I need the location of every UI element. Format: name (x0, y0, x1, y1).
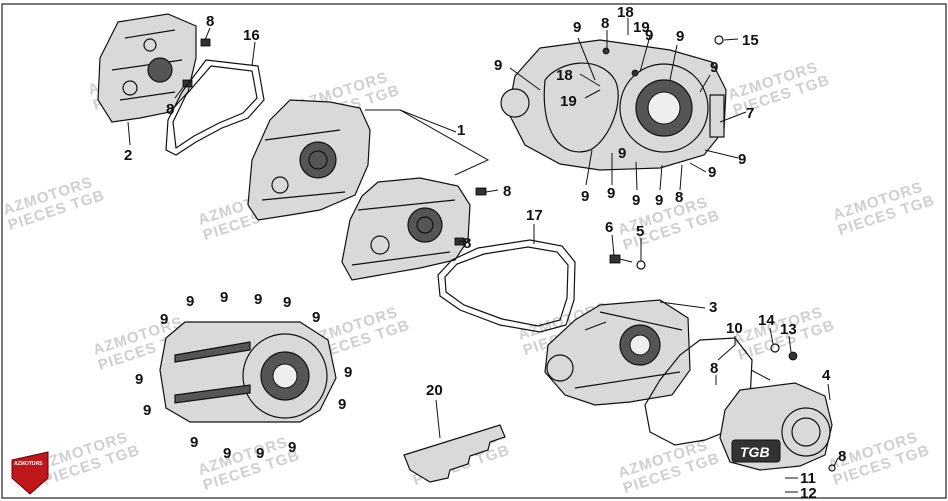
part-17-gasket (437, 239, 576, 333)
callout-label: 14 (758, 312, 775, 329)
part-top-right-cover (500, 35, 727, 171)
callout-label: 8 (838, 448, 846, 465)
callout-label: 9 (344, 364, 352, 381)
callout-label: 9 (254, 291, 262, 308)
diagram-frame (1, 3, 947, 499)
part-16-gasket (165, 59, 265, 156)
callout-label: 7 (746, 105, 754, 122)
callout-label: 9 (312, 309, 320, 326)
callout-label: 8 (166, 101, 174, 118)
callout-label: 9 (618, 145, 626, 162)
callout-label: 9 (338, 396, 346, 413)
callout-label: 9 (710, 59, 718, 76)
callout-label: 11 (800, 470, 816, 487)
part-1-crankcase (247, 99, 487, 281)
cover-badge-text: TGB (740, 444, 770, 460)
callout-label: 8 (503, 183, 511, 200)
callout-label: 9 (288, 439, 296, 456)
callout-label: 17 (526, 207, 543, 224)
callout-label: 9 (573, 19, 581, 36)
callout-label: 13 (780, 321, 797, 338)
callout-label: 4 (822, 367, 831, 384)
callout-label: 9 (283, 294, 291, 311)
callout-label: 8 (463, 235, 471, 252)
callout-label: 9 (581, 188, 589, 205)
callout-label: 9 (494, 57, 502, 74)
part-bottom-left-cover (159, 321, 337, 423)
callout-label: 1 (457, 122, 465, 139)
callout-label: 2 (124, 147, 132, 164)
callout-label: 9 (160, 311, 168, 328)
callouts: 8 16 8 2 1 8 8 17 9 8 18 19 9 9 15 9 18 … (124, 4, 846, 501)
callout-label: 9 (223, 445, 231, 462)
part-10-gasket (644, 337, 753, 446)
logo-text: AZMOTORS (14, 461, 43, 467)
leader-lines (127, 18, 839, 493)
callout-label: 8 (675, 189, 683, 206)
part-2-case-half (97, 13, 211, 123)
callout-label: 12 (800, 485, 817, 501)
callout-label: 3 (709, 299, 717, 316)
callout-label: 19 (560, 93, 577, 110)
callout-label: 18 (617, 4, 634, 21)
callout-label: 8 (206, 13, 214, 30)
callout-label: 9 (256, 445, 264, 462)
callout-label: 9 (708, 164, 716, 181)
callout-label: 9 (645, 27, 653, 44)
callout-label: 8 (710, 360, 718, 377)
callout-label: 9 (220, 289, 228, 306)
callout-label: 15 (742, 32, 759, 49)
callout-label: 20 (426, 382, 443, 399)
azmotors-logo: AZMOTORS (11, 451, 49, 495)
part-6-5-bolts (609, 254, 646, 270)
callout-label: 10 (726, 320, 743, 337)
callout-label: 16 (243, 27, 260, 44)
callout-label: 9 (655, 192, 663, 209)
part-20-strip (403, 424, 506, 483)
callout-label: 18 (556, 67, 573, 84)
callout-label: 9 (135, 371, 143, 388)
callout-label: 9 (607, 185, 615, 202)
callout-label: 9 (632, 192, 640, 209)
callout-label: 9 (676, 28, 684, 45)
callout-label: 9 (738, 151, 746, 168)
part-3-drive-cover (544, 299, 691, 406)
callout-label: 5 (636, 223, 644, 240)
callout-label: 9 (186, 293, 194, 310)
part-4-tgb-cover: TGB (719, 343, 836, 472)
callout-label: 9 (143, 402, 151, 419)
callout-label: 19 (633, 19, 650, 36)
callout-label: 6 (605, 219, 613, 236)
callout-label: 9 (190, 434, 198, 451)
callout-label: 8 (601, 15, 609, 32)
